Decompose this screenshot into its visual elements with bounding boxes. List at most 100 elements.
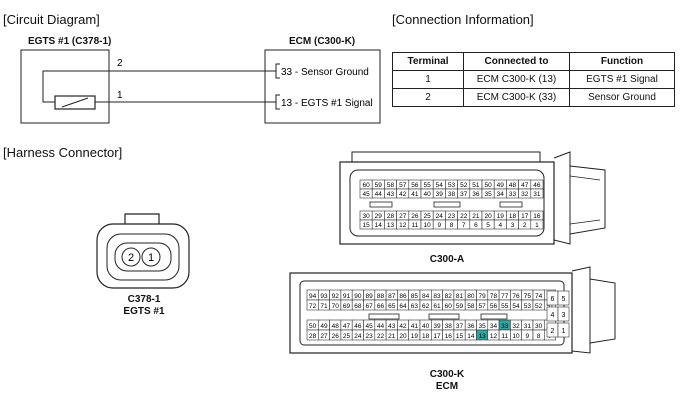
pin-number: 41 [411, 191, 419, 198]
pin-number: 40 [422, 323, 430, 330]
pin-number: 35 [479, 323, 487, 330]
wire-top-number: 2 [117, 58, 123, 69]
pin-number: 21 [472, 213, 480, 220]
ecm-box [264, 49, 381, 124]
pin-number: 59 [375, 182, 383, 189]
pin-number: 76 [512, 293, 520, 300]
pin-number: 39 [436, 191, 444, 198]
pin-number: 90 [354, 293, 362, 300]
pin-number: 34 [490, 323, 498, 330]
cell-function: EGTS #1 Signal [569, 70, 675, 89]
pin-number: 38 [445, 323, 453, 330]
harness-connector-heading: [Harness Connector] [3, 145, 123, 160]
pin-number: 19 [497, 213, 505, 220]
pin-number: 45 [362, 191, 370, 198]
pin-number: 12 [490, 333, 498, 340]
table-row: 1 ECM C300-K (13) EGTS #1 Signal [392, 70, 675, 89]
pin-number: 49 [320, 323, 328, 330]
pin-number: 60 [362, 182, 370, 189]
pin-number: 84 [422, 293, 430, 300]
pin-number: 54 [512, 303, 520, 310]
pin-number: 9 [526, 333, 530, 340]
pin-number: 67 [366, 303, 374, 310]
pin-number: 16 [445, 333, 453, 340]
pin-number: 56 [411, 182, 419, 189]
pin-number: 33 [509, 191, 517, 198]
connection-table: Terminal Connected to Function 1 ECM C30… [392, 52, 675, 107]
pin-number: 15 [456, 333, 464, 340]
wire-bottom-number: 1 [117, 90, 123, 101]
pin-number: 53 [524, 303, 532, 310]
pin-number: 43 [387, 191, 395, 198]
pin-number: 55 [501, 303, 509, 310]
side-pin-number: 2 [551, 328, 555, 335]
pin-number: 22 [377, 333, 385, 340]
side-pin-number: 5 [562, 296, 566, 303]
c378-pin-2 [121, 247, 141, 267]
pin-number: 13 [479, 333, 487, 340]
pin-number: 32 [521, 191, 529, 198]
pin-number: 57 [479, 303, 487, 310]
pin-number: 93 [320, 293, 328, 300]
pin-number: 48 [509, 182, 517, 189]
pin-number: 30 [535, 323, 543, 330]
pin-number: 31 [533, 191, 541, 198]
pin-number: 46 [354, 323, 362, 330]
pin-number: 92 [332, 293, 340, 300]
pin-number: 27 [399, 213, 407, 220]
cell-connected-to: ECM C300-K (33) [463, 88, 570, 107]
pin-number: 38 [448, 191, 456, 198]
pin-number: 56 [490, 303, 498, 310]
header-connected-to: Connected to [463, 52, 570, 71]
side-pin-cell [557, 290, 570, 306]
pin-number: 60 [445, 303, 453, 310]
c300a-name: C300-A [429, 254, 465, 265]
pin-number: 42 [399, 323, 407, 330]
c378-pin-1 [141, 247, 161, 267]
pin-number: 65 [388, 303, 396, 310]
pin-number: 25 [423, 213, 431, 220]
pin-number: 16 [533, 213, 541, 220]
pin-number: 71 [320, 303, 328, 310]
pin-number: 46 [533, 182, 541, 189]
pin-number: 17 [433, 333, 441, 340]
pin-number: 83 [433, 293, 441, 300]
pin-number: 10 [423, 222, 431, 229]
pin-number: 57 [399, 182, 407, 189]
pin-number: 2 [523, 222, 527, 229]
c378-pin-label: 1 [148, 252, 154, 264]
pin-number: 63 [411, 303, 419, 310]
pin-number: 11 [501, 333, 508, 340]
pin-number: 55 [423, 182, 431, 189]
pin-number: 13 [387, 222, 395, 229]
pin-number: 28 [387, 213, 395, 220]
header-terminal: Terminal [392, 52, 464, 71]
pin-number: 18 [422, 333, 430, 340]
pin-number: 40 [423, 191, 431, 198]
pin-number: 37 [460, 191, 468, 198]
pin-number: 87 [388, 293, 396, 300]
cell-terminal: 2 [392, 88, 464, 107]
pin-number: 24 [354, 333, 362, 340]
pin-number: 61 [433, 303, 441, 310]
side-pin-cell [557, 322, 570, 338]
pin-number: 70 [332, 303, 340, 310]
pin-number: 29 [375, 213, 383, 220]
pin-number: 34 [497, 191, 505, 198]
pin-number: 81 [456, 293, 464, 300]
side-pin-number: 6 [551, 296, 555, 303]
pin-number: 14 [375, 222, 383, 229]
pin-number: 12 [399, 222, 407, 229]
side-pin-cell [557, 306, 570, 322]
pin-number: 26 [332, 333, 340, 340]
pin-number: 23 [448, 213, 456, 220]
pin-number: 8 [450, 222, 454, 229]
pin-number: 37 [456, 323, 464, 330]
c378-desc: EGTS #1 [123, 306, 165, 317]
pin-number: 51 [546, 303, 554, 310]
circuit-diagram: 2 1 33 - Sensor Ground 13 - EGTS #1 Sign… [20, 49, 381, 124]
pin-number: 82 [445, 293, 453, 300]
